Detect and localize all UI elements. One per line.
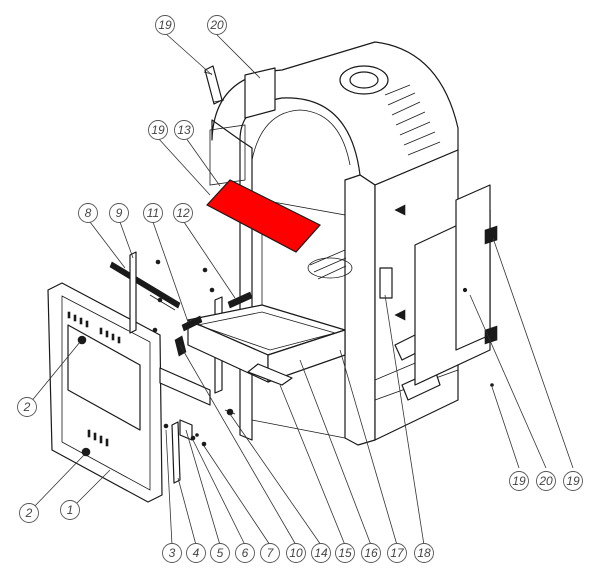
callout-5[interactable]: 5 (210, 543, 230, 563)
callout-3[interactable]: 3 (162, 543, 182, 563)
callout-label: 15 (338, 546, 352, 560)
callout-12[interactable]: 12 (173, 203, 193, 223)
callout-4[interactable]: 4 (186, 543, 206, 563)
callout-label: 5 (217, 546, 224, 560)
door-gasket-and-frame (109, 251, 223, 394)
callout-13[interactable]: 13 (174, 120, 194, 140)
callout-17[interactable]: 17 (387, 543, 407, 563)
callout-label: 20 (538, 474, 553, 488)
callout-20-bottom-right[interactable]: 20 (536, 471, 556, 491)
side-heat-shield-right (414, 184, 498, 387)
callout-label: 2 (23, 400, 31, 414)
callout-label: 4 (193, 546, 200, 560)
small-parts (152, 259, 253, 484)
callout-20-top[interactable]: 20 (207, 15, 227, 35)
callout-label: 19 (158, 18, 172, 32)
callout-label: 13 (177, 123, 191, 137)
callout-label: 17 (390, 546, 405, 560)
callout-2-lower[interactable]: 2 (19, 503, 39, 523)
callout-label: 19 (566, 474, 580, 488)
callout-label: 12 (176, 206, 190, 220)
callout-label: 19 (512, 474, 526, 488)
callout-label: 16 (364, 546, 378, 560)
callout-8[interactable]: 8 (78, 203, 98, 223)
callout-label: 2 (25, 506, 33, 520)
callout-2-upper[interactable]: 2 (17, 397, 37, 417)
callout-label: 20 (209, 18, 224, 32)
callout-label: 6 (242, 546, 249, 560)
callout-label: 19 (151, 123, 165, 137)
callout-10[interactable]: 10 (286, 543, 306, 563)
callout-label: 8 (85, 206, 92, 220)
baffle-plate-highlighted[interactable] (206, 179, 321, 253)
leader-lines (29, 32, 574, 546)
callout-label: 3 (169, 546, 176, 560)
callout-label: 18 (417, 546, 431, 560)
callout-19-middle[interactable]: 19 (148, 120, 168, 140)
callout-11[interactable]: 11 (143, 203, 163, 223)
front-door (47, 282, 163, 503)
callout-9[interactable]: 9 (109, 203, 129, 223)
rear-heat-shield-top (203, 65, 276, 186)
callouts: 19 20 19 13 8 9 11 12 2 2 1 (17, 15, 583, 563)
callout-label: 9 (116, 206, 123, 220)
callout-label: 1 (67, 503, 74, 517)
callout-19-top-left[interactable]: 19 (155, 15, 175, 35)
callout-1[interactable]: 1 (60, 500, 80, 520)
callout-16[interactable]: 16 (361, 543, 381, 563)
callout-19-far-right[interactable]: 19 (563, 471, 583, 491)
ash-drawer (159, 304, 346, 416)
callout-15[interactable]: 15 (335, 543, 355, 563)
callout-7[interactable]: 7 (260, 543, 280, 563)
callout-label: 11 (147, 206, 159, 220)
callout-14[interactable]: 14 (311, 543, 331, 563)
callout-6[interactable]: 6 (235, 543, 255, 563)
callout-label: 14 (314, 546, 328, 560)
callout-18[interactable]: 18 (414, 543, 434, 563)
callout-19-bottom-right[interactable]: 19 (509, 471, 529, 491)
callout-label: 7 (267, 546, 275, 560)
callout-label: 10 (289, 546, 303, 560)
